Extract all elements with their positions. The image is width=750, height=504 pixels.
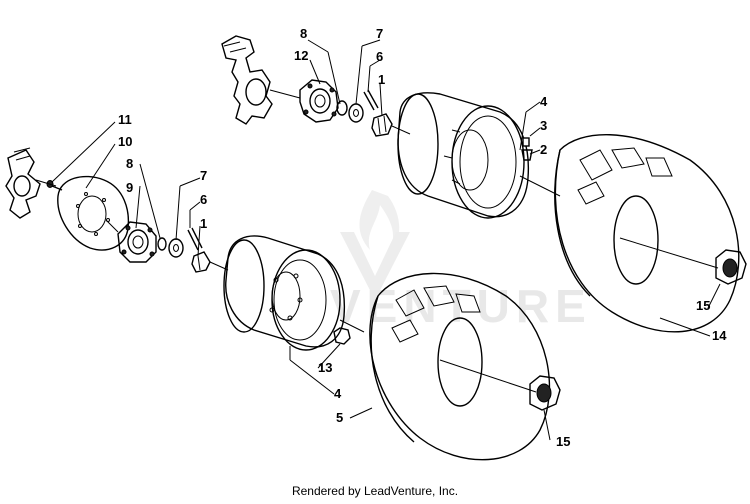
callout-14: 14 [712,328,727,343]
callout-11: 11 [118,112,132,127]
callout-6-top: 6 [376,49,383,64]
callout-7-left: 7 [200,168,207,183]
lower-wheel-rim [223,235,346,351]
leader-lines [51,39,721,441]
callout-3-top: 3 [540,118,547,133]
upper-valve-stem [521,137,533,161]
lower-hub-cap [529,375,561,411]
watermark-text: VENTURE [330,280,592,332]
callout-15-bottom: 15 [556,434,570,449]
callout-8-left: 8 [126,156,133,171]
upper-hub [299,79,339,123]
callout-15-right: 15 [696,298,710,313]
callout-1-top: 1 [378,72,385,87]
render-credit: Rendered by LeadVenture, Inc. [291,484,459,498]
callout-9-left: 9 [126,180,133,195]
callout-2-top: 2 [540,142,547,157]
upper-spindle-hardware [336,89,393,137]
lower-spindle-hardware [157,227,211,273]
leadventure-watermark: VENTURE [330,190,592,332]
lug-nut [333,327,351,345]
lower-steering-knuckle [5,147,41,219]
lower-hub [117,221,157,263]
upper-steering-knuckle [221,35,273,125]
callout-4-bottom: 4 [334,386,342,401]
callout-13: 13 [318,360,332,375]
lower-tire [369,272,551,461]
callout-10: 10 [118,134,132,149]
callout-4-top: 4 [540,94,548,109]
callout-6-left: 6 [200,192,207,207]
callout-1-left: 1 [200,216,207,231]
callout-12-top: 12 [294,48,308,63]
callout-5: 5 [336,410,343,425]
upper-tire [554,133,740,333]
brake-disc [57,175,130,251]
upper-wheel-rim [397,92,530,219]
callout-8-top: 8 [300,26,307,41]
upper-hub-cap [715,249,747,285]
callout-labels: 8 12 7 6 1 4 3 2 11 10 8 9 7 6 1 13 4 5 … [118,26,727,449]
upper-axis-line [269,89,719,269]
callout-7-top: 7 [376,26,383,41]
